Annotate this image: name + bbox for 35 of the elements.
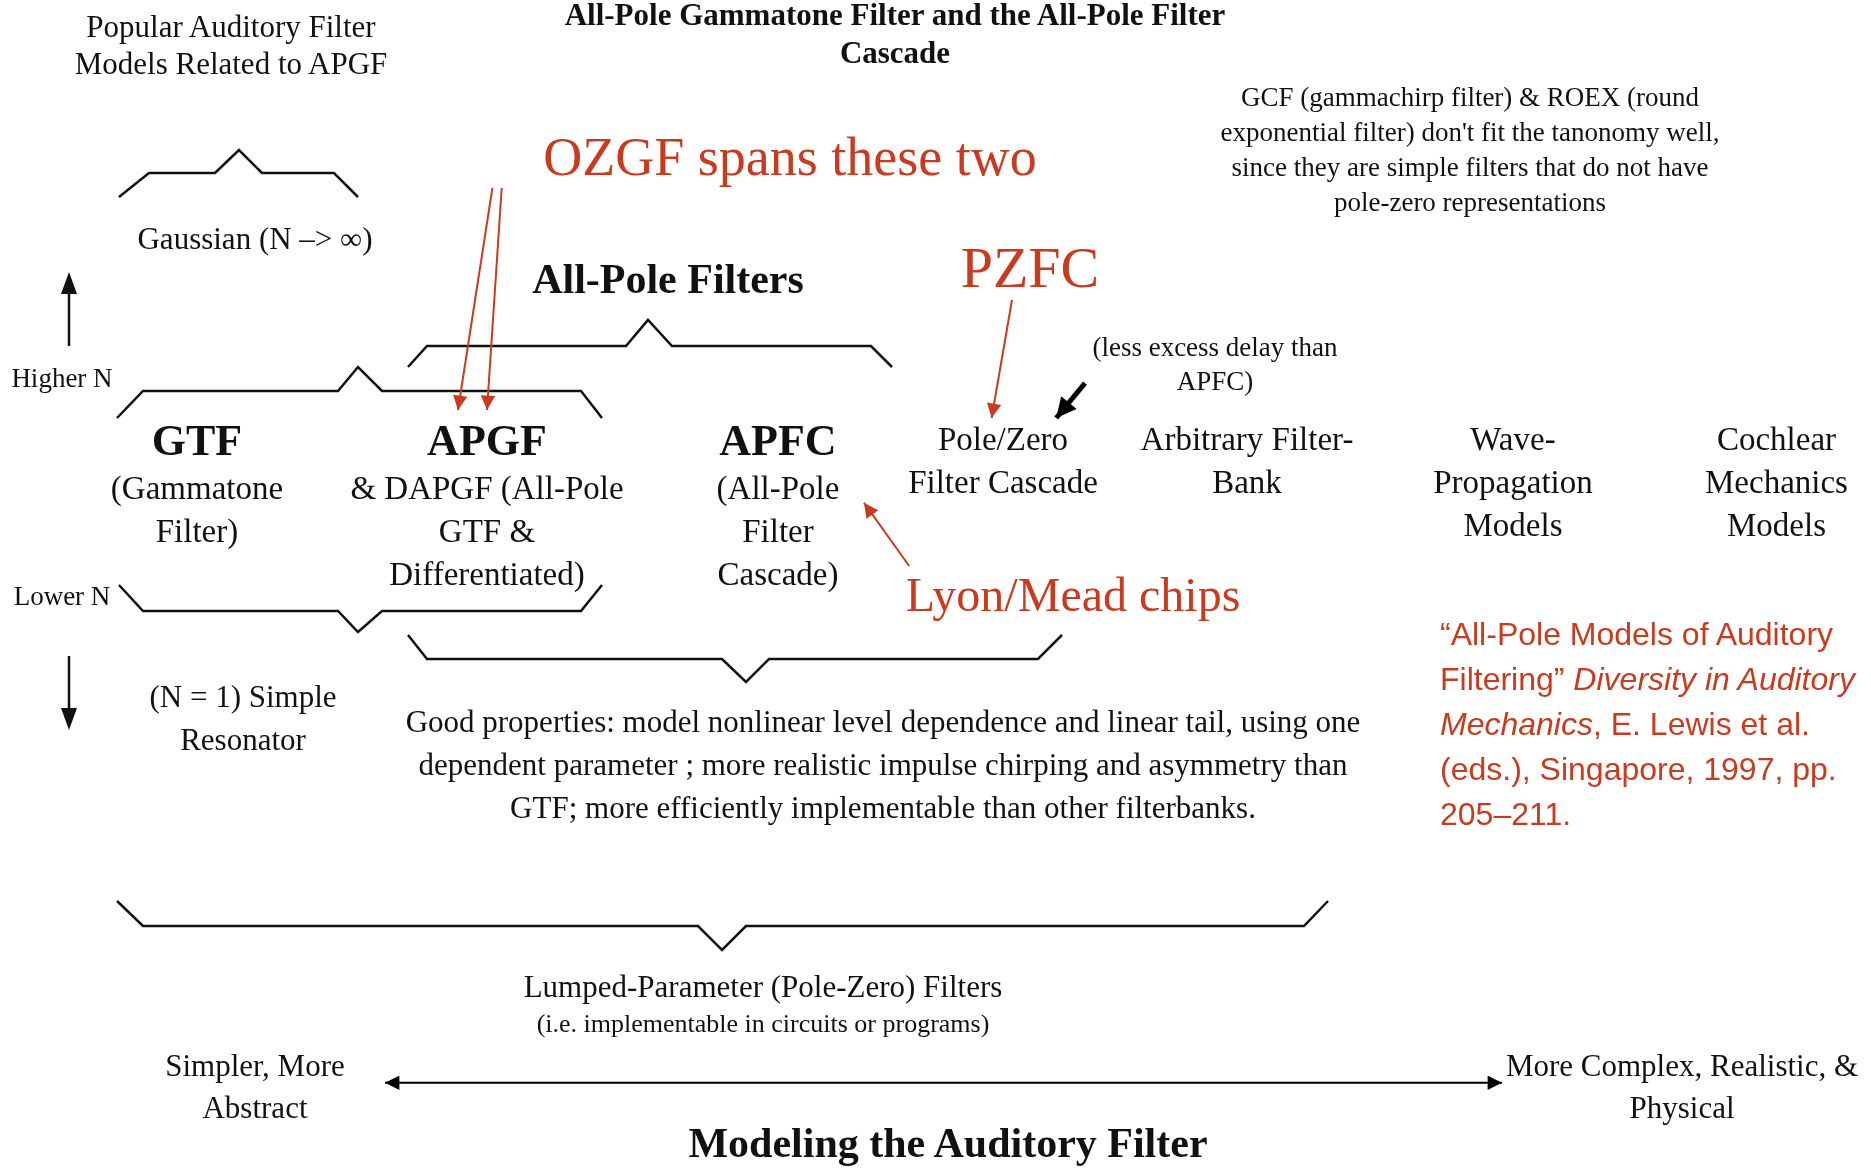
arrow xyxy=(480,187,503,411)
annotation-text: (less excess delay than APFC) xyxy=(1085,330,1345,398)
arrow xyxy=(986,299,1013,419)
note-text: GCF (gammachirp filter) & ROEX (round exponential filter) don't fit the tanonomy well, since they are simple filters that do not have pole-zero representations xyxy=(1219,81,1721,219)
heading-text: Popular Auditory Filter Models Related to APGF xyxy=(73,8,389,82)
annotation-text: OZGF spans these two xyxy=(480,126,1100,188)
axis-label: Lower N xyxy=(12,580,112,612)
scale-end-label: Simpler, More Abstract xyxy=(125,1045,385,1129)
filter-description: & DAPGF (All-Pole GTF & Differentiated) xyxy=(349,468,625,594)
arrow xyxy=(1054,381,1087,420)
filter-name: APFC xyxy=(718,416,838,467)
diagram-caption: Modeling the Auditory Filter xyxy=(687,1119,1209,1168)
category-label: Arbitrary Filter-Bank xyxy=(1139,420,1355,502)
filter-name: GTF xyxy=(150,416,244,467)
filter-description: (All-Pole Filter Cascade) xyxy=(715,468,841,594)
group-label: All-Pole Filters xyxy=(531,255,805,304)
scale-end-label: More Complex, Realistic, & Physical xyxy=(1502,1045,1862,1129)
category-label: (N = 1) Simple Resonator xyxy=(148,678,338,759)
arrow xyxy=(453,187,494,411)
group-label: Lumped-Parameter (Pole-Zero) Filters xyxy=(522,968,1004,1006)
filter-description: (Gammatone Filter) xyxy=(109,468,285,551)
axis-label: Higher N xyxy=(10,362,114,394)
annotation-text: Lyon/Mead chips xyxy=(878,566,1268,624)
arrow xyxy=(863,501,911,567)
diagram-title: All-Pole Gammatone Filter and the All-Pole Filter Cascade xyxy=(563,0,1227,72)
category-label: Cochlear Mechanics Models xyxy=(1704,420,1849,545)
category-label: Wave-Propagation Models xyxy=(1432,420,1594,545)
annotation-text: PZFC xyxy=(940,236,1120,300)
description-text: Good properties: model nonlinear level dependence and linear tail, using one dependent parameter ; more realistic impulse chirping and asymmetry than GTF; more efficiently implementable than other filterbanks. xyxy=(404,703,1362,827)
category-label: Gaussian (N –> ∞) xyxy=(136,220,374,258)
filter-name: APGF xyxy=(426,416,548,467)
group-sublabel: (i.e. implementable in circuits or programs) xyxy=(535,1008,991,1040)
citation-text: “All-Pole Models of Auditory Filtering” Diversity in Auditory Mechanics, E. Lewis et al. (eds.), Singapore, 1997, pp. 205–211. xyxy=(1440,615,1858,834)
arrow xyxy=(384,1075,1503,1090)
category-label: Pole/Zero Filter Cascade xyxy=(908,418,1098,504)
